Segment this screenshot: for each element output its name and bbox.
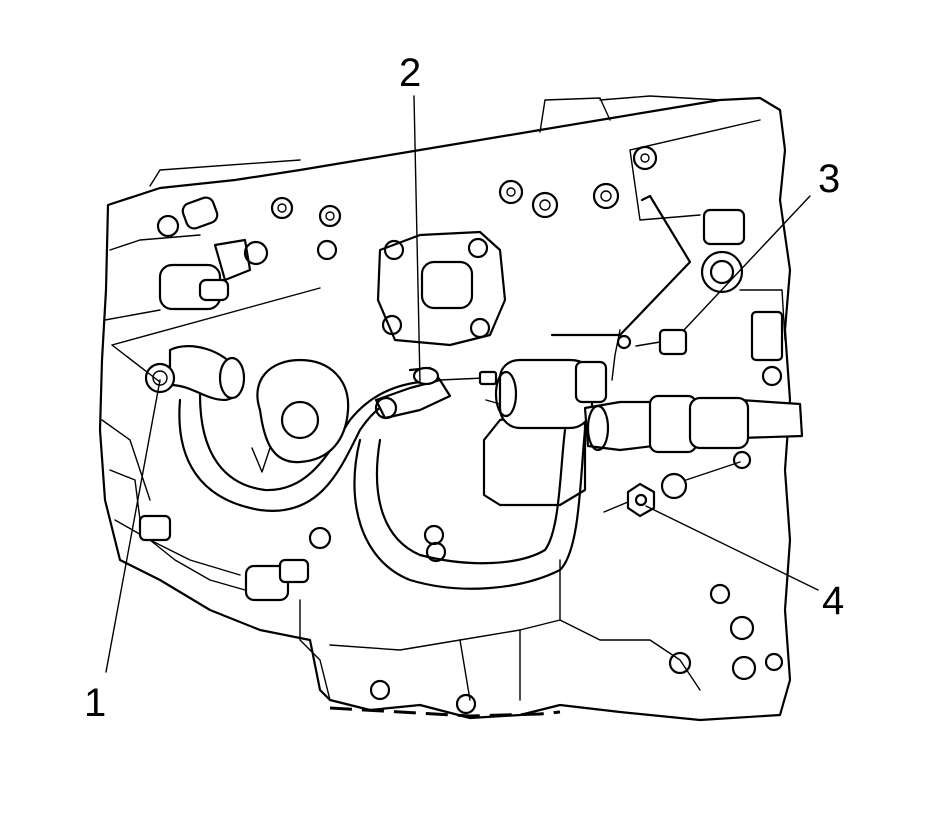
upper-bracket	[376, 230, 507, 347]
left-connector	[158, 196, 252, 311]
lower-left-sensor	[138, 514, 310, 602]
oil-pan-edge	[329, 706, 561, 718]
coolant-hose-left	[144, 345, 246, 402]
block-bolts	[156, 145, 784, 715]
callout-3: 3	[818, 157, 840, 201]
callout-1: 1	[84, 681, 106, 725]
callout-4: 4	[822, 579, 844, 623]
leader-lines	[105, 95, 819, 673]
wiring-harness	[178, 380, 804, 590]
callout-2: 2	[399, 51, 421, 95]
harness-clip	[374, 366, 498, 420]
stud-nut	[603, 450, 752, 518]
right-side-components	[700, 208, 786, 362]
terminal-nut	[550, 194, 692, 381]
thermostat-housing	[251, 358, 350, 473]
